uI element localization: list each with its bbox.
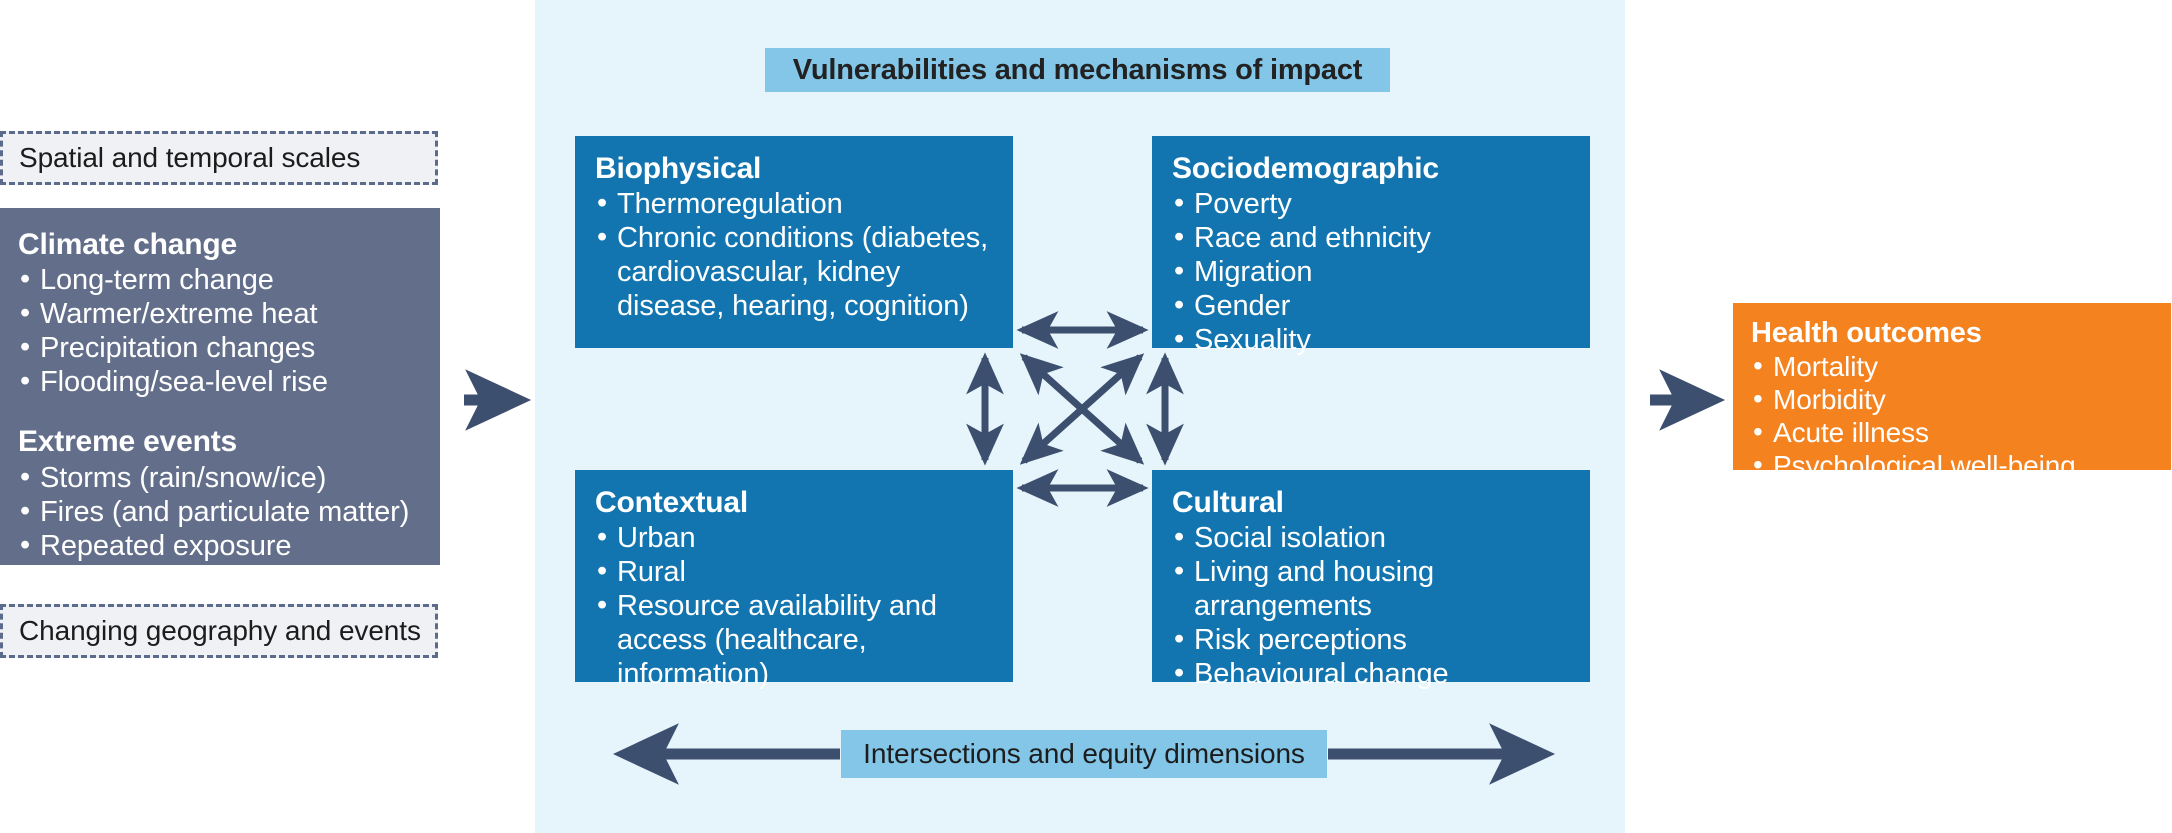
list-item: Flooding/sea-level rise xyxy=(18,364,426,399)
quadrant-contextual: Contextual Urban Rural Resource availabi… xyxy=(575,470,1013,690)
list-item: Morbidity xyxy=(1751,383,2159,417)
list-item: Risk perceptions xyxy=(1172,622,1576,657)
list-item: Race and ethnicity xyxy=(1172,220,1576,255)
climate-change-list: Long-term change Warmer/extreme heat Pre… xyxy=(18,262,426,399)
list-item: Psychological well-being xyxy=(1751,449,2159,483)
list-item: Sexuality xyxy=(1172,322,1576,357)
changing-geography-chip: Changing geography and events xyxy=(0,604,438,658)
list-item: Migration xyxy=(1172,254,1576,289)
group-spacer xyxy=(18,399,426,425)
list-item: Poverty xyxy=(1172,186,1576,221)
list-item: Social isolation xyxy=(1172,520,1576,555)
quadrant-biophysical: Biophysical Thermoregulation Chronic con… xyxy=(575,136,1013,348)
changing-geography-label: Changing geography and events xyxy=(19,615,421,646)
health-outcomes-list: Mortality Morbidity Acute illness Psycho… xyxy=(1751,350,2159,483)
health-outcomes-title: Health outcomes xyxy=(1751,317,1982,349)
list-item: Precipitation changes xyxy=(18,330,426,365)
intersections-equity-chip: Intersections and equity dimensions xyxy=(841,730,1327,778)
list-item: Repeated exposure xyxy=(18,528,426,563)
quadrant-sociodemographic: Sociodemographic Poverty Race and ethnic… xyxy=(1152,136,1590,357)
quadrant-sociodemographic-list: Poverty Race and ethnicity Migration Gen… xyxy=(1172,186,1576,357)
list-item: Acute illness xyxy=(1751,416,2159,450)
list-item: Warmer/extreme heat xyxy=(18,296,426,331)
quadrant-biophysical-title: Biophysical xyxy=(595,152,762,185)
list-item: Storms (rain/snow/ice) xyxy=(18,460,426,495)
list-item: Rural xyxy=(595,554,999,589)
spatial-temporal-scales-label: Spatial and temporal scales xyxy=(19,142,361,173)
list-item: Long-term change xyxy=(18,262,426,297)
health-outcomes-box: Health outcomes Mortality Morbidity Acut… xyxy=(1733,303,2171,482)
list-item: Urban xyxy=(595,520,999,555)
vulnerabilities-panel xyxy=(535,0,1625,833)
list-item: Resource availability and access (health… xyxy=(595,588,999,691)
list-item: Behavioural change xyxy=(1172,656,1576,691)
quadrant-sociodemographic-title: Sociodemographic xyxy=(1172,152,1439,185)
list-item: Gender xyxy=(1172,288,1576,323)
quadrant-cultural: Cultural Social isolation Living and hou… xyxy=(1152,470,1590,691)
quadrant-contextual-title: Contextual xyxy=(595,486,749,519)
extreme-events-title: Extreme events xyxy=(18,425,237,459)
quadrant-contextual-list: Urban Rural Resource availability and ac… xyxy=(595,520,999,691)
spatial-temporal-scales-chip: Spatial and temporal scales xyxy=(0,131,438,185)
list-item: Mortality xyxy=(1751,350,2159,384)
extreme-events-list: Storms (rain/snow/ice) Fires (and partic… xyxy=(18,460,426,563)
panel-banner: Vulnerabilities and mechanisms of impact xyxy=(765,48,1390,92)
climate-drivers-box: Climate change Long-term change Warmer/e… xyxy=(0,208,440,565)
list-item: Chronic conditions (diabetes, cardiovasc… xyxy=(595,220,999,323)
list-item: Living and housing arrangements xyxy=(1172,554,1576,623)
quadrant-cultural-title: Cultural xyxy=(1172,486,1284,519)
intersections-equity-label: Intersections and equity dimensions xyxy=(863,738,1305,769)
quadrant-cultural-list: Social isolation Living and housing arra… xyxy=(1172,520,1576,691)
list-item: Thermoregulation xyxy=(595,186,999,221)
quadrant-biophysical-list: Thermoregulation Chronic conditions (dia… xyxy=(595,186,999,323)
panel-banner-label: Vulnerabilities and mechanisms of impact xyxy=(792,53,1363,86)
list-item: Fires (and particulate matter) xyxy=(18,494,426,529)
climate-change-title: Climate change xyxy=(18,228,237,261)
